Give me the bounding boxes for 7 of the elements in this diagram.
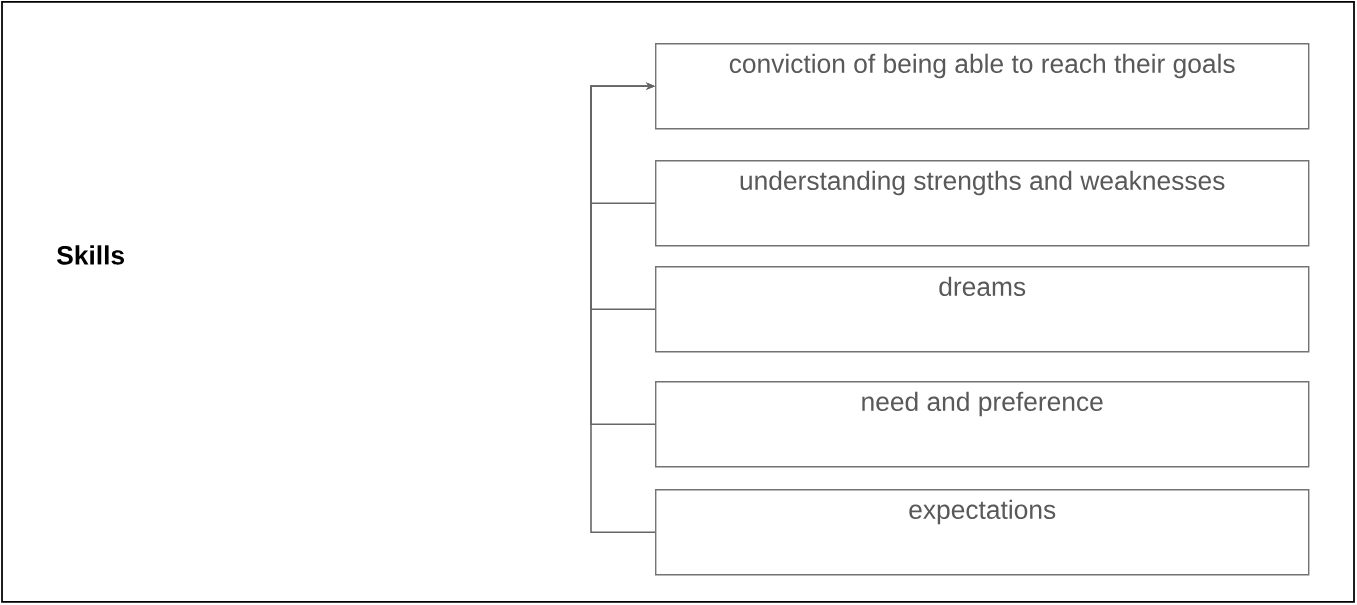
text-box: understanding strengths and weaknesses [655, 160, 1310, 247]
text-box: expectations [655, 489, 1310, 576]
text-box: conviction of being able to reach their goals [655, 43, 1310, 130]
connector [590, 82, 656, 533]
side-label: Skills [57, 245, 124, 265]
text-box: dreams [655, 266, 1310, 353]
text-box: need and preference [655, 381, 1310, 468]
